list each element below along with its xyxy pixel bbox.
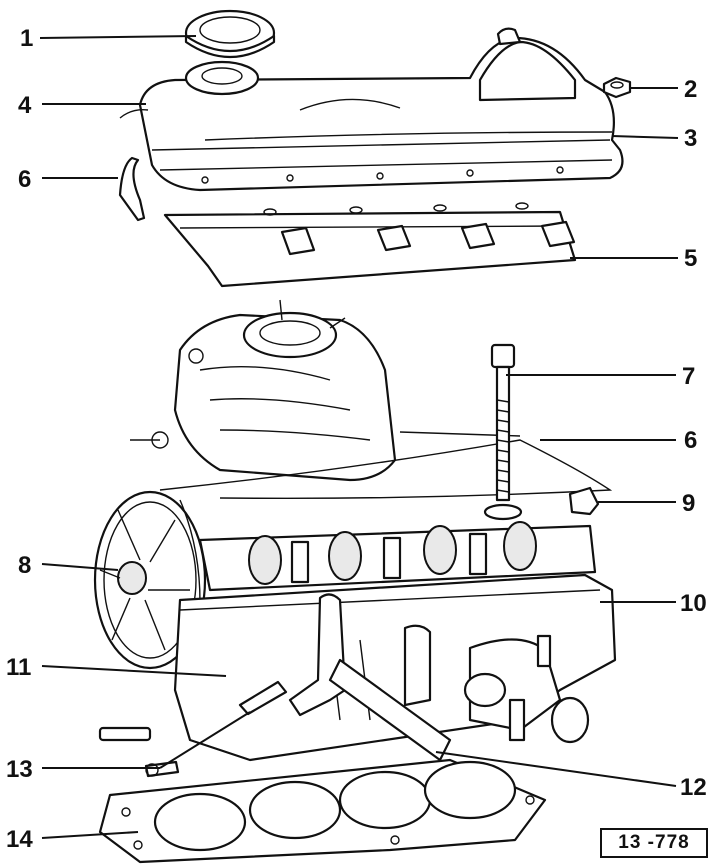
cover-nut [602, 76, 632, 99]
callout-numbers: 1 2 3 4 5 6 6 7 8 9 10 11 12 13 14 [6, 25, 707, 853]
callout-2: 2 [684, 76, 697, 103]
callout-13: 13 [6, 756, 33, 783]
callout-1: 1 [20, 25, 33, 52]
baffle-plate [163, 202, 577, 288]
head-bolt [483, 343, 523, 521]
figure-reference-label: 13 -778 [600, 828, 708, 858]
callout-5: 5 [684, 245, 697, 272]
callout-6-lower: 6 [684, 427, 697, 454]
lower-gasket-strip [159, 439, 613, 500]
leader-lines [39, 35, 679, 839]
callout-3: 3 [684, 125, 697, 152]
callout-9: 9 [682, 490, 695, 517]
lifting-bracket [288, 593, 347, 717]
cover-gasket [204, 131, 613, 141]
upper-seal-strip [118, 156, 146, 222]
valve-cover [119, 27, 624, 192]
tappet [568, 486, 600, 516]
callout-14: 14 [6, 826, 33, 853]
camshaft [198, 521, 597, 592]
callout-11: 11 [6, 654, 31, 681]
callout-10: 10 [680, 590, 707, 617]
callout-7: 7 [682, 363, 695, 390]
camshaft-sprocket [93, 490, 207, 670]
head-gasket [98, 758, 547, 864]
callout-8: 8 [18, 552, 31, 579]
callout-6-upper: 6 [18, 166, 31, 193]
carburettor-assembly [130, 299, 397, 482]
cylinder-head [98, 573, 617, 762]
callout-12: 12 [680, 774, 707, 801]
oil-filler-cap [184, 9, 276, 58]
stud [144, 680, 288, 778]
callout-4: 4 [18, 92, 32, 119]
